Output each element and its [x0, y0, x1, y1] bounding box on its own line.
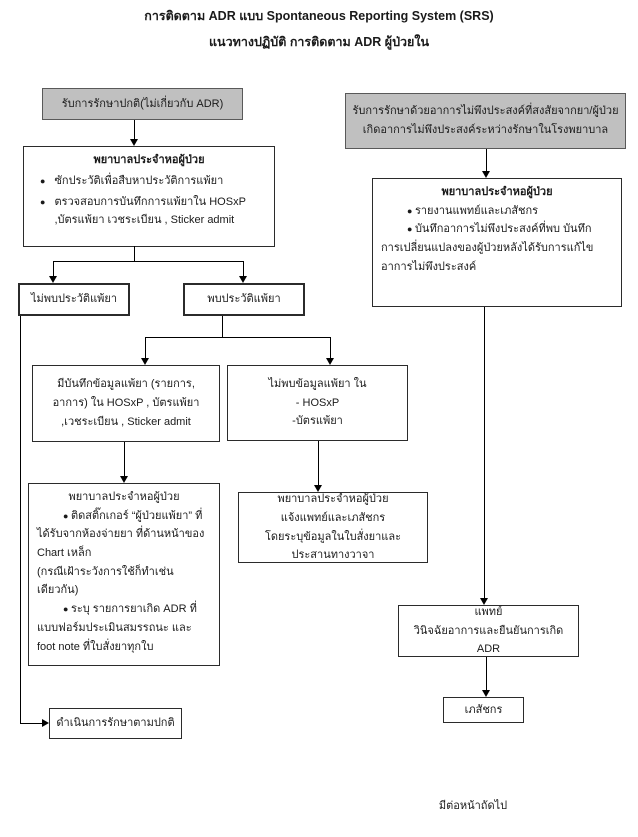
node-start-normal-treatment: รับการรักษาปกติ(ไม่เกี่ยวกับ ADR) — [42, 88, 243, 120]
node-label: แพทย์ — [474, 605, 503, 618]
arrow-down-icon — [239, 276, 247, 283]
arrow-down-icon — [480, 598, 488, 605]
node-label: รับการรักษาปกติ(ไม่เกี่ยวกับ ADR) — [61, 97, 224, 110]
arrow-down-icon — [120, 476, 128, 483]
bullet-icon — [40, 172, 45, 191]
bullet-item: ระบุ รายการยาเกิด ADR ที่แบบฟอร์มประเมิน… — [37, 600, 211, 656]
arrow-down-icon — [141, 358, 149, 365]
list-item: - HOSxP — [295, 396, 340, 409]
continued-next-page-note: มีต่อหน้าถัดไป — [438, 800, 508, 812]
node-ward-nurse-check: พยาบาลประจำหอผู้ป่วย ซักประวัติเพื่อสืบห… — [23, 146, 275, 247]
node-found-allergy-history: พบประวัติแพ้ยา — [183, 283, 305, 316]
flow-line — [53, 261, 243, 262]
arrow-down-icon — [482, 690, 490, 697]
node-text: อาการไม่พึงประสงค์ — [381, 260, 477, 273]
bullet-item: บันทึกอาการไม่พึงประสงค์ที่พบ บันทึก — [381, 220, 613, 239]
flow-line — [134, 120, 135, 140]
flow-line — [330, 337, 331, 358]
node-label: โดยระบุข้อมูลในใบสั่งยาและประสานทางวาจา — [264, 530, 402, 562]
node-ward-nurse-report: พยาบาลประจำหอผู้ป่วย รายงานแพทย์และเภสัช… — [372, 178, 622, 307]
node-title: พยาบาลประจำหอผู้ป่วย — [68, 491, 180, 503]
node-start-adr-suspected: รับการรักษาด้วยอาการไม่พึงประสงค์ที่สงสั… — [345, 93, 626, 149]
flow-line — [486, 149, 487, 171]
flow-line — [222, 316, 223, 337]
bullet-item: รายงานแพทย์และเภสัชกร — [381, 202, 613, 221]
list-item: -บัตรแพ้ยา — [292, 415, 343, 428]
page-title: การติดตาม ADR แบบ Spontaneous Reporting … — [144, 9, 494, 23]
node-continue-normal-treatment: ดำเนินการรักษาตามปกติ — [49, 708, 182, 739]
flow-line — [145, 337, 146, 358]
arrow-down-icon — [130, 139, 138, 146]
node-label: วินิจฉัยอาการและยืนยันการเกิด ADR — [413, 624, 564, 656]
node-allergy-record-exists: มีบันทึกข้อมูลแพ้ยา (รายการ, อาการ) ใน H… — [32, 365, 220, 442]
node-no-allergy-history: ไม่พบประวัติแพ้ยา — [18, 283, 130, 316]
node-label: เภสัชกร — [464, 703, 503, 716]
node-title: พยาบาลประจำหอผู้ป่วย — [441, 186, 553, 198]
arrow-down-icon — [326, 358, 334, 365]
flow-line — [53, 261, 54, 276]
bullet-text: ซักประวัติเพื่อสืบหาประวัติการแพ้ยา — [54, 174, 224, 187]
node-doctor-diagnose: แพทย์ วินิจฉัยอาการและยืนยันการเกิด ADR — [398, 605, 579, 657]
flow-line — [124, 442, 125, 476]
arrow-down-icon — [482, 171, 490, 178]
node-label: แจ้งแพทย์และเภสัชกร — [280, 511, 386, 524]
flow-line — [20, 316, 21, 723]
note-text: (กรณีเฝ้าระวังการใช้ก็ทำเช่นเดียวกัน) — [37, 565, 174, 597]
flow-line — [134, 246, 135, 261]
page-subtitle: แนวทางปฏิบัติ การติดตาม ADR ผู้ป่วยใน — [208, 35, 430, 49]
node-label: ไม่พบประวัติแพ้ยา — [30, 293, 118, 306]
bullet-icon — [40, 193, 45, 230]
arrow-down-icon — [49, 276, 57, 283]
node-text: การเปลี่ยนแปลงของผู้ป่วยหลังได้รับการแก้… — [381, 242, 594, 255]
node-pharmacist: เภสัชกร — [443, 697, 524, 723]
bullet-item: ซักประวัติเพื่อสืบหาประวัติการแพ้ยา — [32, 172, 266, 191]
arrow-down-icon — [314, 485, 322, 492]
flow-line — [145, 337, 330, 338]
arrow-right-icon — [42, 719, 49, 727]
node-label: พยาบาลประจำหอผู้ป่วย — [277, 493, 389, 506]
bullet-item: ติดสติ๊กเกอร์ “ผู้ป่วยแพ้ยา” ที่ได้รับจา… — [37, 507, 211, 563]
node-label: รับการรักษาด้วยอาการไม่พึงประสงค์ที่สงสั… — [352, 105, 619, 118]
node-label: มีบันทึกข้อมูลแพ้ยา (รายการ, อาการ) ใน H… — [52, 378, 200, 428]
node-title: พยาบาลประจำหอผู้ป่วย — [93, 154, 205, 166]
flow-line — [318, 441, 319, 485]
node-label: ดำเนินการรักษาตามปกติ — [56, 717, 175, 730]
bullet-item: ตรวจสอบการบันทึกการแพ้ยาใน HOSxP ,บัตรแพ… — [32, 193, 266, 230]
flow-line — [484, 307, 485, 598]
node-allergy-record-missing: ไม่พบข้อมูลแพ้ยา ใน - HOSxP -บัตรแพ้ยา — [227, 365, 408, 441]
node-nurse-sticker-actions: พยาบาลประจำหอผู้ป่วย ติดสติ๊กเกอร์ “ผู้ป… — [28, 483, 220, 666]
flow-line — [486, 657, 487, 690]
node-label: พบประวัติแพ้ยา — [207, 293, 281, 306]
flow-line — [243, 261, 244, 276]
node-label: เกิดอาการไม่พึงประสงค์ระหว่างรักษาในโรงพ… — [362, 124, 609, 136]
node-nurse-inform-doctor-pharmacist: พยาบาลประจำหอผู้ป่วย แจ้งแพทย์และเภสัชกร… — [238, 492, 428, 563]
bullet-text: ตรวจสอบการบันทึกการแพ้ยาใน HOSxP ,บัตรแพ… — [54, 195, 246, 227]
node-label: ไม่พบข้อมูลแพ้ยา ใน — [268, 377, 367, 390]
flow-line — [20, 723, 42, 724]
